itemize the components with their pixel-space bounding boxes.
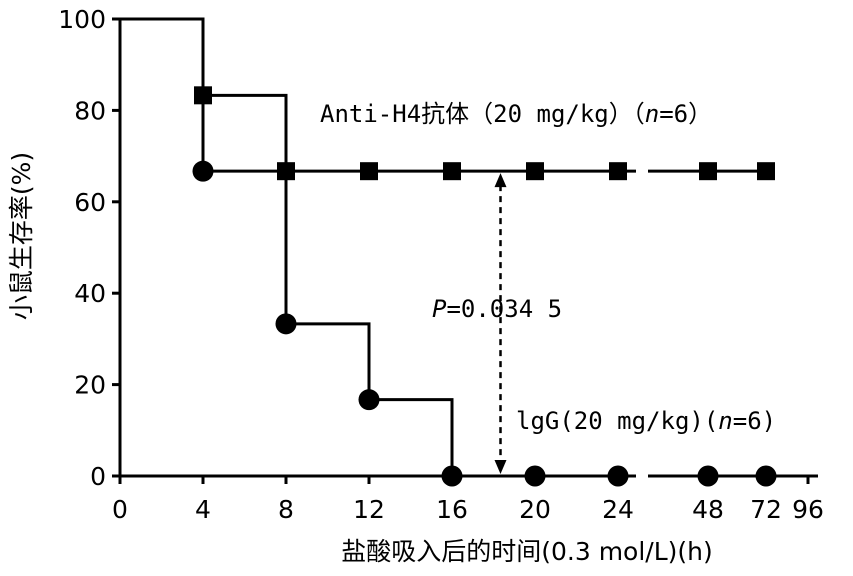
x-tick-label: 96 (792, 495, 824, 524)
arrowhead-down (494, 460, 507, 474)
x-tick-label: 16 (436, 495, 468, 524)
data-point-square (609, 162, 627, 181)
x-tick-label: 4 (195, 495, 211, 524)
data-point-square (526, 162, 544, 181)
x-tick-label: 8 (278, 495, 294, 524)
series-label-anti-h4: Anti-H4抗体（20 mg/kg）（n=6） (320, 100, 712, 128)
x-tick-label: 20 (519, 495, 551, 524)
x-axis-label: 盐酸吸入后的时间(0.3 mol/L)(h) (341, 537, 713, 566)
p-value-label: P=0.034 5 (432, 295, 562, 323)
data-point-circle (697, 465, 719, 487)
annotations-layer (494, 173, 507, 474)
data-point-circle (441, 465, 463, 487)
x-tick-label: 0 (112, 495, 128, 524)
x-tick-label: 24 (602, 495, 634, 524)
y-tick-label: 80 (74, 96, 106, 125)
arrowhead-up (494, 173, 507, 188)
y-tick-label: 100 (58, 5, 106, 34)
series-igg (120, 17, 777, 487)
data-point-circle (755, 465, 777, 487)
data-point-square (699, 162, 717, 181)
series-layer (120, 17, 777, 487)
y-tick-label: 0 (90, 462, 106, 491)
x-tick-label: 48 (692, 495, 724, 524)
data-point-square (443, 162, 461, 181)
data-point-circle (192, 160, 214, 182)
y-tick-label: 20 (74, 371, 106, 400)
y-tick-label: 40 (74, 279, 106, 308)
series-line (120, 17, 636, 478)
series-label-igg: lgG(20 mg/kg)(n=6) (516, 407, 776, 435)
data-point-circle (358, 389, 380, 411)
data-point-circle (607, 465, 629, 487)
x-tick-label: 72 (750, 495, 782, 524)
data-point-circle (275, 313, 297, 335)
data-point-circle (524, 465, 546, 487)
y-tick-label: 60 (74, 188, 106, 217)
data-point-square (757, 162, 775, 181)
y-axis-label: 小鼠生存率(%) (7, 152, 36, 320)
data-point-square (360, 162, 378, 181)
x-tick-label: 12 (353, 495, 385, 524)
